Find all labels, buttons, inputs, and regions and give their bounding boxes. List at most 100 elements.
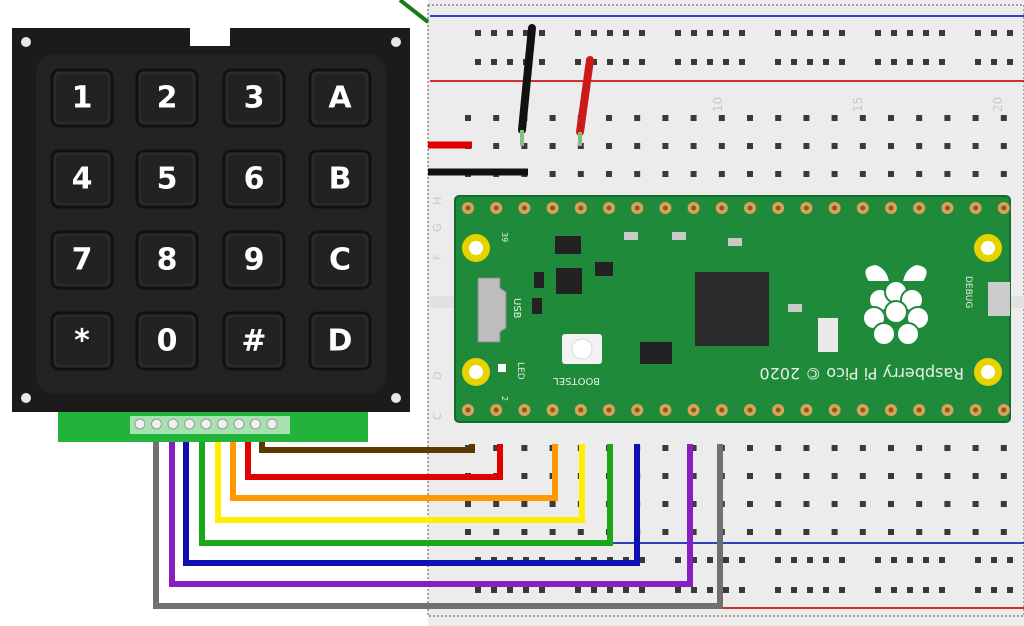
breadboard-hole: [521, 143, 528, 149]
breadboard-hole: [891, 30, 897, 36]
column-numbers: 10 15 20: [711, 97, 1005, 112]
breadboard-hole: [675, 59, 681, 65]
breadboard-hole: [723, 30, 729, 36]
breadboard-hole: [916, 501, 923, 507]
raspberry-pi-pico: Raspberry Pi Pico © 2020 USB BOOTSEL LED…: [454, 195, 1011, 423]
breadboard-hole: [916, 171, 923, 177]
breadboard-hole: [831, 171, 838, 177]
key-label: 5: [157, 162, 178, 197]
key-9: 9: [222, 230, 286, 290]
breadboard-hole: [591, 587, 597, 593]
key-label: 7: [72, 243, 93, 278]
key-0: 0: [135, 311, 199, 371]
breadboard-hole: [549, 171, 556, 177]
breadboard-hole: [639, 557, 645, 563]
breadboard-hole: [739, 59, 745, 65]
debug-header: [988, 282, 1010, 316]
breadboard-hole: [823, 587, 829, 593]
key-label: B: [329, 162, 352, 197]
breadboard-hole: [991, 59, 997, 65]
key-label: 9: [244, 243, 265, 278]
breadboard-hole: [1000, 143, 1007, 149]
breadboard-hole: [607, 59, 613, 65]
breadboard-hole: [972, 473, 979, 479]
breadboard-hole: [690, 445, 697, 451]
breadboard-hole: [888, 501, 894, 507]
breadboard-hole: [691, 30, 697, 36]
breadboard-hole: [634, 171, 641, 177]
keypad-pin: [167, 418, 179, 430]
debug-label: DEBUG: [963, 276, 973, 308]
breadboard-hole: [831, 143, 838, 149]
breadboard-hole: [690, 473, 697, 479]
breadboard-hole: [739, 30, 745, 36]
led: [498, 364, 506, 372]
breadboard-hole: [775, 445, 782, 451]
keypad-pin: [200, 418, 212, 430]
breadboard-hole: [831, 501, 838, 507]
breadboard-hole: [888, 529, 894, 535]
breadboard-hole: [939, 557, 945, 563]
keypad-wire-6: [183, 424, 640, 566]
breadboard-hole: [575, 587, 581, 593]
breadboard-hole: [747, 445, 753, 451]
breadboard-hole: [690, 115, 697, 121]
breadboard-hole: [507, 587, 513, 593]
breadboard-hole: [723, 587, 729, 593]
breadboard-hole: [691, 587, 697, 593]
breadboard-hole: [944, 115, 951, 121]
breadboard-hole: [916, 445, 923, 451]
breadboard-hole: [575, 30, 581, 36]
key-label: 2: [157, 81, 178, 116]
key-label: 0: [157, 324, 178, 359]
breadboard-hole: [775, 501, 782, 507]
breadboard-hole: [907, 557, 913, 563]
breadboard-hole: [972, 529, 979, 535]
key-label: 1: [72, 81, 93, 116]
breadboard-hole: [747, 473, 753, 479]
breadboard-hole: [549, 143, 556, 149]
breadboard-hole: [475, 59, 481, 65]
breadboard-hole: [1000, 115, 1007, 121]
breadboard-hole: [747, 501, 753, 507]
keypad-pin: [250, 418, 261, 430]
breadboard-hole: [807, 30, 813, 36]
key-2: 2: [135, 68, 199, 128]
keypad-screw-br: [391, 393, 401, 403]
breadboard-hole: [907, 59, 913, 65]
breadboard-hole: [975, 59, 981, 65]
breadboard-hole: [972, 115, 979, 121]
pin-label-39: 39: [500, 232, 509, 242]
red-probe-wire: [576, 56, 594, 136]
key-6: 6: [222, 149, 286, 209]
breadboard-hole: [831, 445, 838, 451]
key-label: D: [328, 324, 353, 359]
keypad-wires: [153, 424, 723, 609]
breadboard-hole: [465, 115, 471, 121]
key-label: A: [328, 81, 352, 116]
breadboard-hole: [690, 501, 697, 507]
breadboard-hole: [839, 30, 845, 36]
breadboard-hole: [491, 587, 497, 593]
breadboard-hole: [491, 30, 497, 36]
breadboard-hole: [747, 115, 753, 121]
key-D: D: [308, 311, 372, 371]
breadboard-hole: [493, 529, 500, 535]
black-probe-wire: [518, 24, 536, 134]
row-letters: H G F D C: [431, 197, 444, 420]
breadboard-hole: [623, 59, 629, 65]
key-A: A: [308, 68, 372, 128]
breadboard-hole: [549, 115, 556, 121]
breadboard-hole: [475, 587, 481, 593]
breadboard-hole: [775, 473, 782, 479]
key-B: B: [308, 149, 372, 209]
breadboard-hole: [891, 557, 897, 563]
breadboard-hole: [723, 557, 729, 563]
breadboard-hole: [723, 59, 729, 65]
breadboard-hole: [606, 115, 612, 121]
raspberry-pi-logo: [862, 262, 930, 346]
chip-small-2: [556, 268, 582, 294]
breadboard-hole: [791, 30, 797, 36]
col-number-15: 15: [851, 97, 865, 112]
